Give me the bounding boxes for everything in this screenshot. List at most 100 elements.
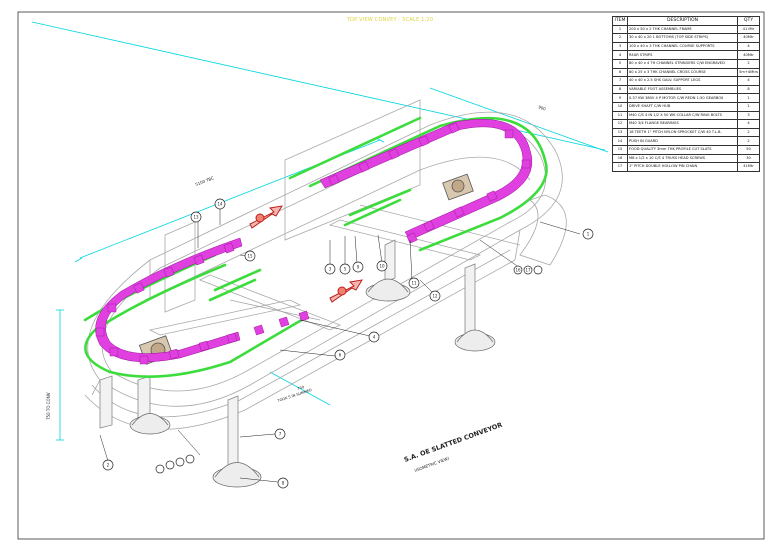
- bom-cell-description: 0.37 KW 380V 4 P MOTOR C/W REDN 1:50 GEA…: [626, 93, 739, 103]
- bom-cell-qty: 41Mtr: [737, 162, 760, 172]
- bom-cell-qty: 40Mtr: [737, 50, 760, 60]
- balloon-label: 14: [217, 202, 223, 207]
- dim-text-leg: 700: [297, 385, 305, 391]
- bom-cell-description: VARIABLE FOOT ASSEMBLIES: [626, 84, 739, 95]
- bom-cell-qty: 2: [737, 136, 760, 146]
- bom-cell-description: M40 3/4 FLANGE BEARINGS: [626, 119, 739, 129]
- bom-header-description: DESCRIPTION: [626, 16, 739, 26]
- drawing-title: S.A. OE SLATTED CONVEYOR: [403, 421, 503, 464]
- bom-cell-item: 13: [612, 127, 628, 138]
- bom-cell-qty: 4: [737, 119, 760, 129]
- bom-cell-qty: 2: [737, 127, 760, 138]
- balloon-2: [102, 459, 114, 471]
- support-legs: [99, 239, 476, 475]
- bom-cell-qty: 1: [737, 101, 760, 112]
- bom-cell-description: 40 x 40 x 2.5 SHS GALV. SUPPORT LEGS: [626, 76, 739, 86]
- bom-cell-description: REAR STRIPS: [626, 50, 739, 60]
- bom-cell-qty: 4: [737, 41, 760, 52]
- leader-lines: [99, 208, 581, 483]
- bom-cell-item: 3: [612, 41, 628, 52]
- balloon-label: 3: [329, 267, 332, 272]
- dim-text-leg-note: TOOK 5 IN SUMMED: [276, 388, 312, 403]
- bom-cell-qty: 8: [737, 84, 760, 95]
- bom-cell-item: 17: [612, 162, 628, 172]
- bom-cell-description: 80 x 25 x 3 THK CHANNEL CROSS COURSE: [626, 67, 739, 78]
- balloon-labels: 1 2 3 4 5 6 7 8 9 10 11 12 13 14 15 16 1…: [107, 202, 590, 486]
- bom-cell-item: 9: [612, 93, 628, 103]
- bom-cell-description: 100 x 40 x 3 THK CHANNEL COURSE SUPPORTS: [626, 41, 739, 52]
- balloon-15: [244, 250, 256, 262]
- balloon-label: 10: [379, 264, 385, 269]
- sheet-border: [17, 11, 765, 540]
- balloon-11: [408, 277, 420, 289]
- balloon-12: [429, 290, 441, 302]
- balloon-label: 5: [344, 267, 347, 272]
- balloon-label: 1: [587, 232, 590, 237]
- bom-cell-qty: 41 Mtr: [737, 24, 760, 35]
- dim-text-length: 5100 TBC: [195, 175, 215, 187]
- dim-text-height: 750 TO CONV: [46, 392, 51, 420]
- balloon-14: [214, 198, 226, 210]
- bom-cell-qty: 50: [737, 144, 760, 155]
- dome-feet: [129, 278, 496, 488]
- dim-line-width: [429, 87, 609, 153]
- bom-cell-item: 8: [612, 84, 628, 95]
- bom-cell-item: 2: [612, 33, 628, 43]
- bom-cell-description: FOOD QUALITY 3mm THK PROFILE CUT SLATS: [626, 144, 739, 155]
- bom-cell-item: 16: [612, 153, 628, 164]
- bom-cell-qty: 3: [737, 110, 760, 121]
- bom-cell-description: 80 x 40 x 4 TH CHANNEL STRINGERS C/W ENG…: [626, 58, 739, 69]
- drive-units: [138, 173, 474, 365]
- balloon-4: [368, 331, 380, 343]
- balloon-17: [523, 265, 533, 275]
- balloon-label: 4: [373, 335, 376, 340]
- balloon-label: 17: [525, 268, 531, 273]
- balloon-label: 16: [515, 268, 521, 273]
- balloon-label: 8: [282, 481, 285, 486]
- balloon-label: 13: [193, 215, 199, 220]
- bom-cell-description: 30 x 40 x 20 1 BOTTOMS (TOP SIDE STRIPS): [626, 33, 739, 43]
- balloon-7: [274, 428, 286, 440]
- balloon-8: [277, 477, 289, 489]
- balloon-label: 2: [107, 463, 110, 468]
- balloon-16: [513, 265, 523, 275]
- bom-cell-description: PUSH IN GUARD: [626, 136, 739, 146]
- bom-cell-item: 1: [612, 24, 628, 35]
- balloon-label: 11: [411, 281, 417, 286]
- balloon-13: [190, 211, 202, 223]
- balloon-label: 6: [339, 353, 342, 358]
- bom-cell-item: 5: [612, 58, 628, 69]
- bom-cell-item: 14: [612, 136, 628, 146]
- bom-cell-item: 6: [612, 67, 628, 78]
- bom-cell-item: 10: [612, 101, 628, 112]
- bom-cell-description: M6 x 1/2 x 10 C/S 4 TRUSS HEAD SCREWS: [626, 153, 739, 164]
- balloon-label: 9: [357, 265, 360, 270]
- bom-cell-item: 15: [612, 144, 628, 155]
- bom-cell-item: 7: [612, 76, 628, 86]
- item-balloons: [102, 198, 594, 489]
- balloon-10: [376, 260, 388, 272]
- bom-cell-qty: 5m+4Mtrs: [737, 67, 760, 78]
- balloon-9: [352, 261, 364, 273]
- balloon-5: [339, 263, 351, 275]
- balloon-label: 7: [279, 432, 282, 437]
- bom-cell-qty: 4: [737, 76, 760, 86]
- sheet-header-label: TOP VIEW CONVEY - SCALE 1:20: [346, 17, 434, 23]
- bom-cell-qty: 1: [737, 93, 760, 103]
- flow-arrows: [249, 205, 363, 303]
